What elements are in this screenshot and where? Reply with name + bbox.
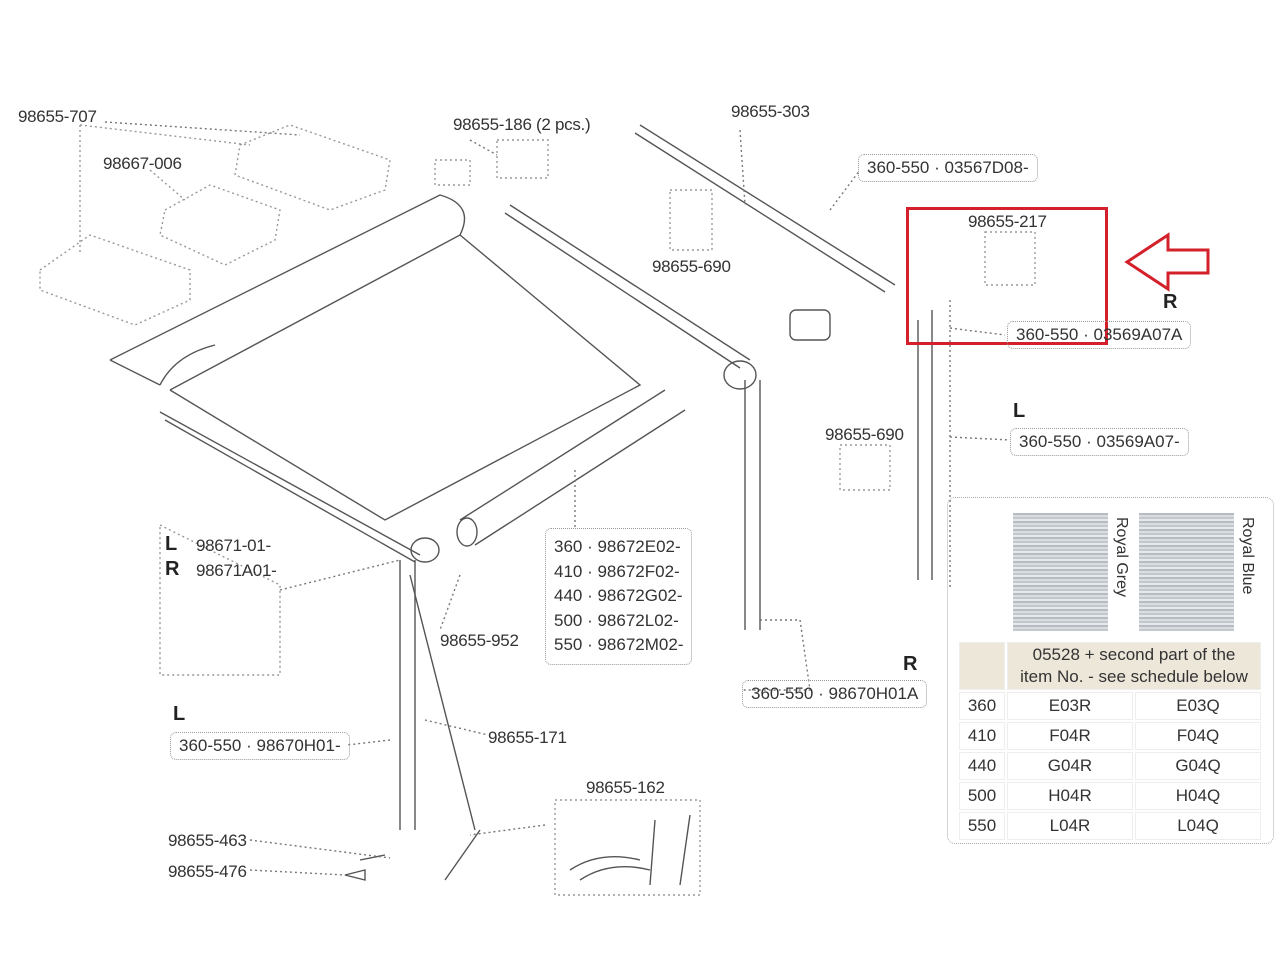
roller-tube-part-list: 360 · 98672E02- 410 · 98672F02- 440 · 98… bbox=[545, 528, 693, 665]
swatch-royal-blue bbox=[1139, 513, 1234, 631]
box-03569A07: 360-550 · 03569A07- bbox=[1010, 428, 1189, 456]
leg-left bbox=[399, 560, 416, 830]
label-98655-952: 98655-952 bbox=[440, 631, 519, 650]
roller-tube bbox=[459, 389, 686, 546]
roller-tube-part: 500 · 98672L02- bbox=[554, 610, 679, 630]
swatch-label: Royal Grey bbox=[1113, 517, 1130, 598]
side-marker-l: L bbox=[1013, 400, 1026, 422]
side-marker-l: L bbox=[173, 703, 186, 725]
swatch-label: Royal Blue bbox=[1239, 517, 1256, 595]
leader-lines bbox=[104, 121, 1011, 876]
label-98671-01: 98671-01- bbox=[196, 536, 271, 555]
label-98655-217: 98655-217 bbox=[968, 212, 1047, 231]
label-98655-476: 98655-476 bbox=[168, 862, 247, 881]
roller-tube-part: 440 · 98672G02- bbox=[554, 586, 683, 605]
roller-tube-part: 410 · 98672F02- bbox=[554, 561, 680, 581]
box-98670H01: 360-550 · 98670H01- bbox=[170, 732, 350, 760]
table-header: 05528 + second part of the item No. - see… bbox=[959, 642, 1261, 690]
side-marker-r: R bbox=[903, 653, 918, 675]
roller-tube-part: 550 · 98672M02- bbox=[554, 635, 684, 654]
tension-rafter bbox=[409, 574, 481, 881]
label-98655-171: 98655-171 bbox=[488, 728, 567, 747]
part-group-frames bbox=[39, 124, 1036, 896]
label-98671A01: 98671A01- bbox=[196, 561, 277, 580]
fabric-panel bbox=[947, 497, 1274, 844]
label-98655-162: 98655-162 bbox=[586, 778, 665, 797]
label-98655-463: 98655-463 bbox=[168, 831, 247, 850]
front-bar bbox=[159, 411, 421, 563]
red-arrow-icon bbox=[1124, 232, 1210, 292]
label-98655-690-right: 98655-690 bbox=[825, 425, 904, 444]
side-marker-r: R bbox=[165, 558, 180, 580]
roller-tube-part: 360 · 98672E02- bbox=[554, 537, 681, 556]
label-98655-303: 98655-303 bbox=[731, 102, 810, 121]
label-98667-006: 98667-006 bbox=[103, 154, 182, 173]
label-98655-707: 98655-707 bbox=[18, 107, 97, 126]
side-marker-r: R bbox=[1163, 291, 1178, 313]
leg-mid bbox=[744, 380, 761, 630]
box-03569A07A: 360-550 · 03569A07A bbox=[1007, 321, 1192, 349]
support-arm-mid bbox=[504, 204, 751, 369]
support-arm-top bbox=[634, 124, 896, 293]
swatch-royal-grey bbox=[1013, 513, 1108, 631]
header-line: item No. - see schedule below bbox=[1020, 667, 1248, 686]
header-line: 05528 + second part of the bbox=[1032, 645, 1236, 664]
canopy bbox=[109, 194, 642, 521]
side-marker-l: L bbox=[165, 533, 178, 555]
leg-right bbox=[917, 310, 933, 580]
box-98670H01A: 360-550 · 98670H01A bbox=[742, 680, 928, 708]
label-98655-690-top: 98655-690 bbox=[652, 257, 731, 276]
fabric-schedule-table: 05528 + second part of the item No. - see… bbox=[957, 640, 1263, 842]
box-03567D08: 360-550 · 03567D08- bbox=[858, 154, 1038, 182]
label-98655-186: 98655-186 (2 pcs.) bbox=[453, 115, 591, 134]
